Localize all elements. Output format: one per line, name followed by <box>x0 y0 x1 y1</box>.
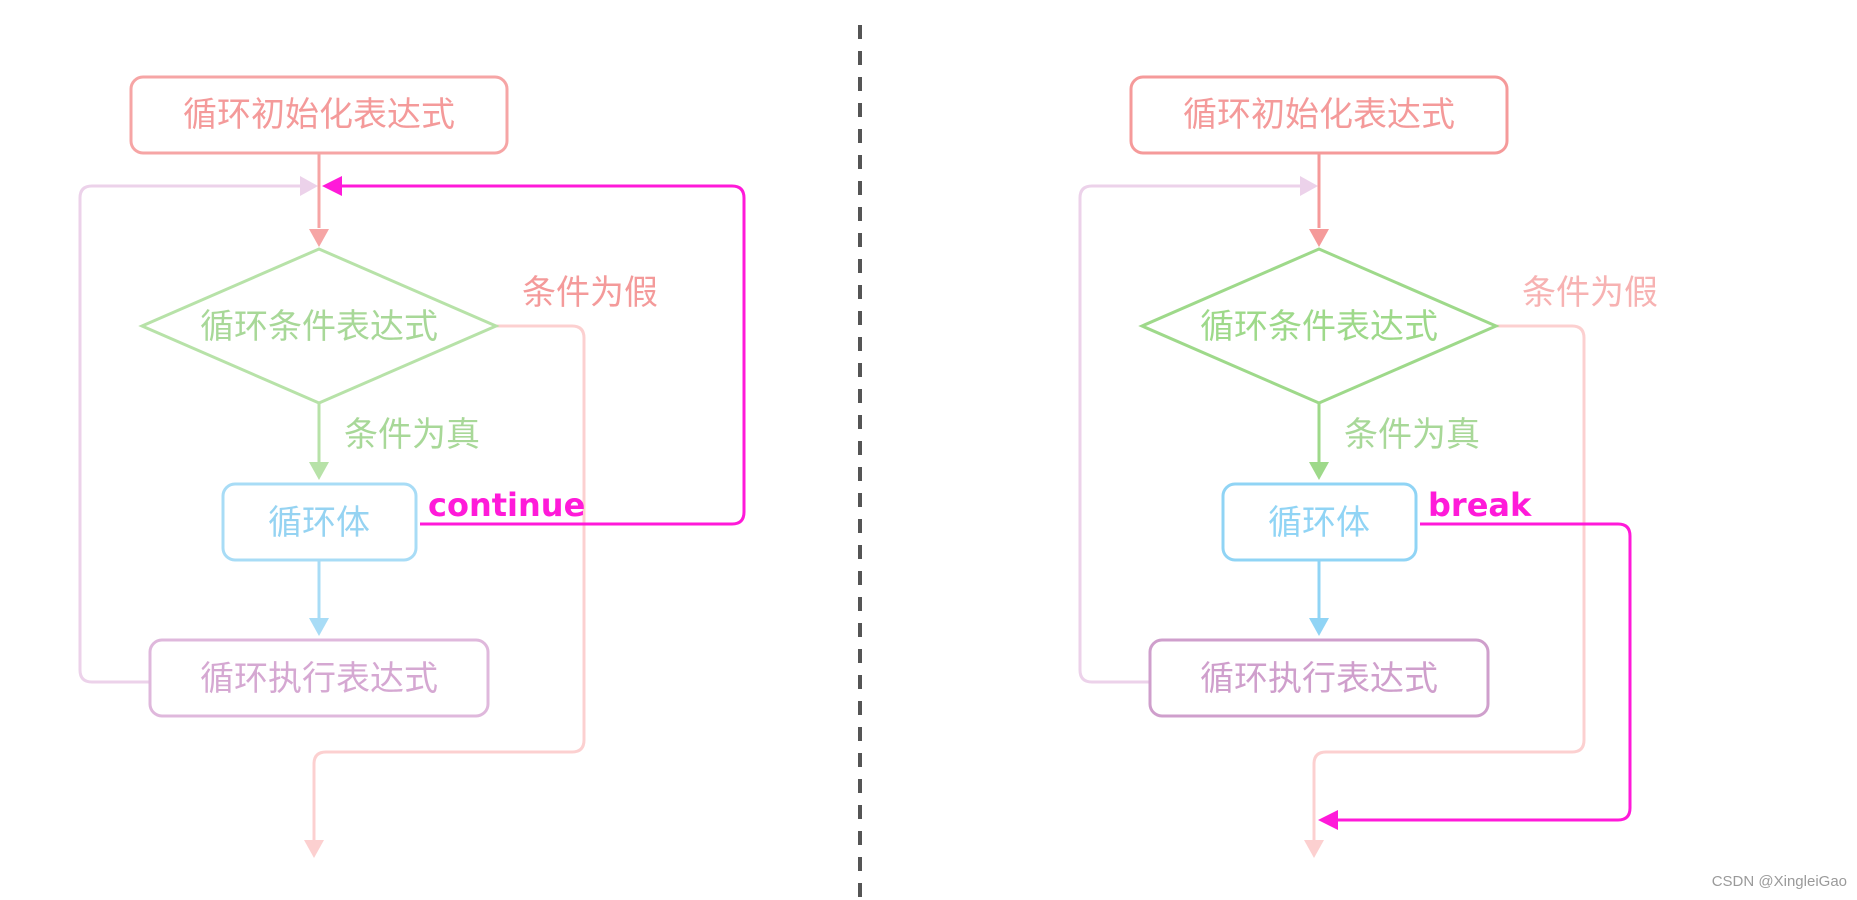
left-continue-path <box>342 184 746 526</box>
right-true-label: 条件为真 <box>1344 415 1480 455</box>
left-body-to-step-arrowhead <box>309 618 329 636</box>
left-loop-back-line <box>78 184 300 684</box>
left-step-label: 循环执行表达式 <box>200 659 438 699</box>
right-body-to-step-arrowhead <box>1309 618 1329 636</box>
left-false-label: 条件为假 <box>522 273 658 313</box>
right-init-label: 循环初始化表达式 <box>1183 95 1455 135</box>
watermark: CSDN @XingleiGao <box>1711 873 1847 890</box>
right-true-arrowhead <box>1309 462 1329 480</box>
left-continue-arrowhead <box>322 176 342 196</box>
left-init-label: 循环初始化表达式 <box>183 95 455 135</box>
right-step-box <box>1148 638 1490 718</box>
right-cond-label: 循环条件表达式 <box>1200 307 1438 347</box>
right-break-label: break <box>1428 486 1532 524</box>
right-init-box <box>1129 75 1509 155</box>
left-continue-label: continue <box>428 486 585 524</box>
right-step-label: 循环执行表达式 <box>1200 659 1438 699</box>
left-false-arrowhead <box>304 840 324 858</box>
right-false-arrowhead <box>1304 840 1324 858</box>
left-body-box <box>221 482 418 562</box>
right-false-label: 条件为假 <box>1522 273 1658 313</box>
left-true-arrowhead <box>309 462 329 480</box>
left-init-to-cond-arrowhead <box>309 229 329 247</box>
right-body-label: 循环体 <box>1268 503 1370 543</box>
right-cond-diamond <box>1138 247 1500 405</box>
right-break-path <box>1338 522 1632 822</box>
right-body-box <box>1221 482 1418 562</box>
left-loop-back-arrowhead <box>300 176 318 196</box>
right-diagram: 循环初始化表达式 循环条件表达式 条件为假 条件为真 循环体 break 循环执… <box>1078 75 1658 858</box>
right-break-arrowhead <box>1318 810 1338 830</box>
right-init-to-cond-arrowhead <box>1309 229 1329 247</box>
right-loop-back-line <box>1078 184 1300 684</box>
left-cond-diamond <box>138 247 500 405</box>
left-cond-label: 循环条件表达式 <box>200 307 438 347</box>
left-body-label: 循环体 <box>268 503 370 543</box>
left-false-path <box>312 324 586 840</box>
left-true-label: 条件为真 <box>344 415 480 455</box>
left-step-box <box>148 638 490 718</box>
left-diagram: 循环初始化表达式 循环条件表达式 条件为假 条件为真 循环体 continue … <box>78 75 746 858</box>
right-loop-back-arrowhead <box>1300 176 1318 196</box>
left-init-box <box>129 75 509 155</box>
right-false-path <box>1312 324 1586 840</box>
